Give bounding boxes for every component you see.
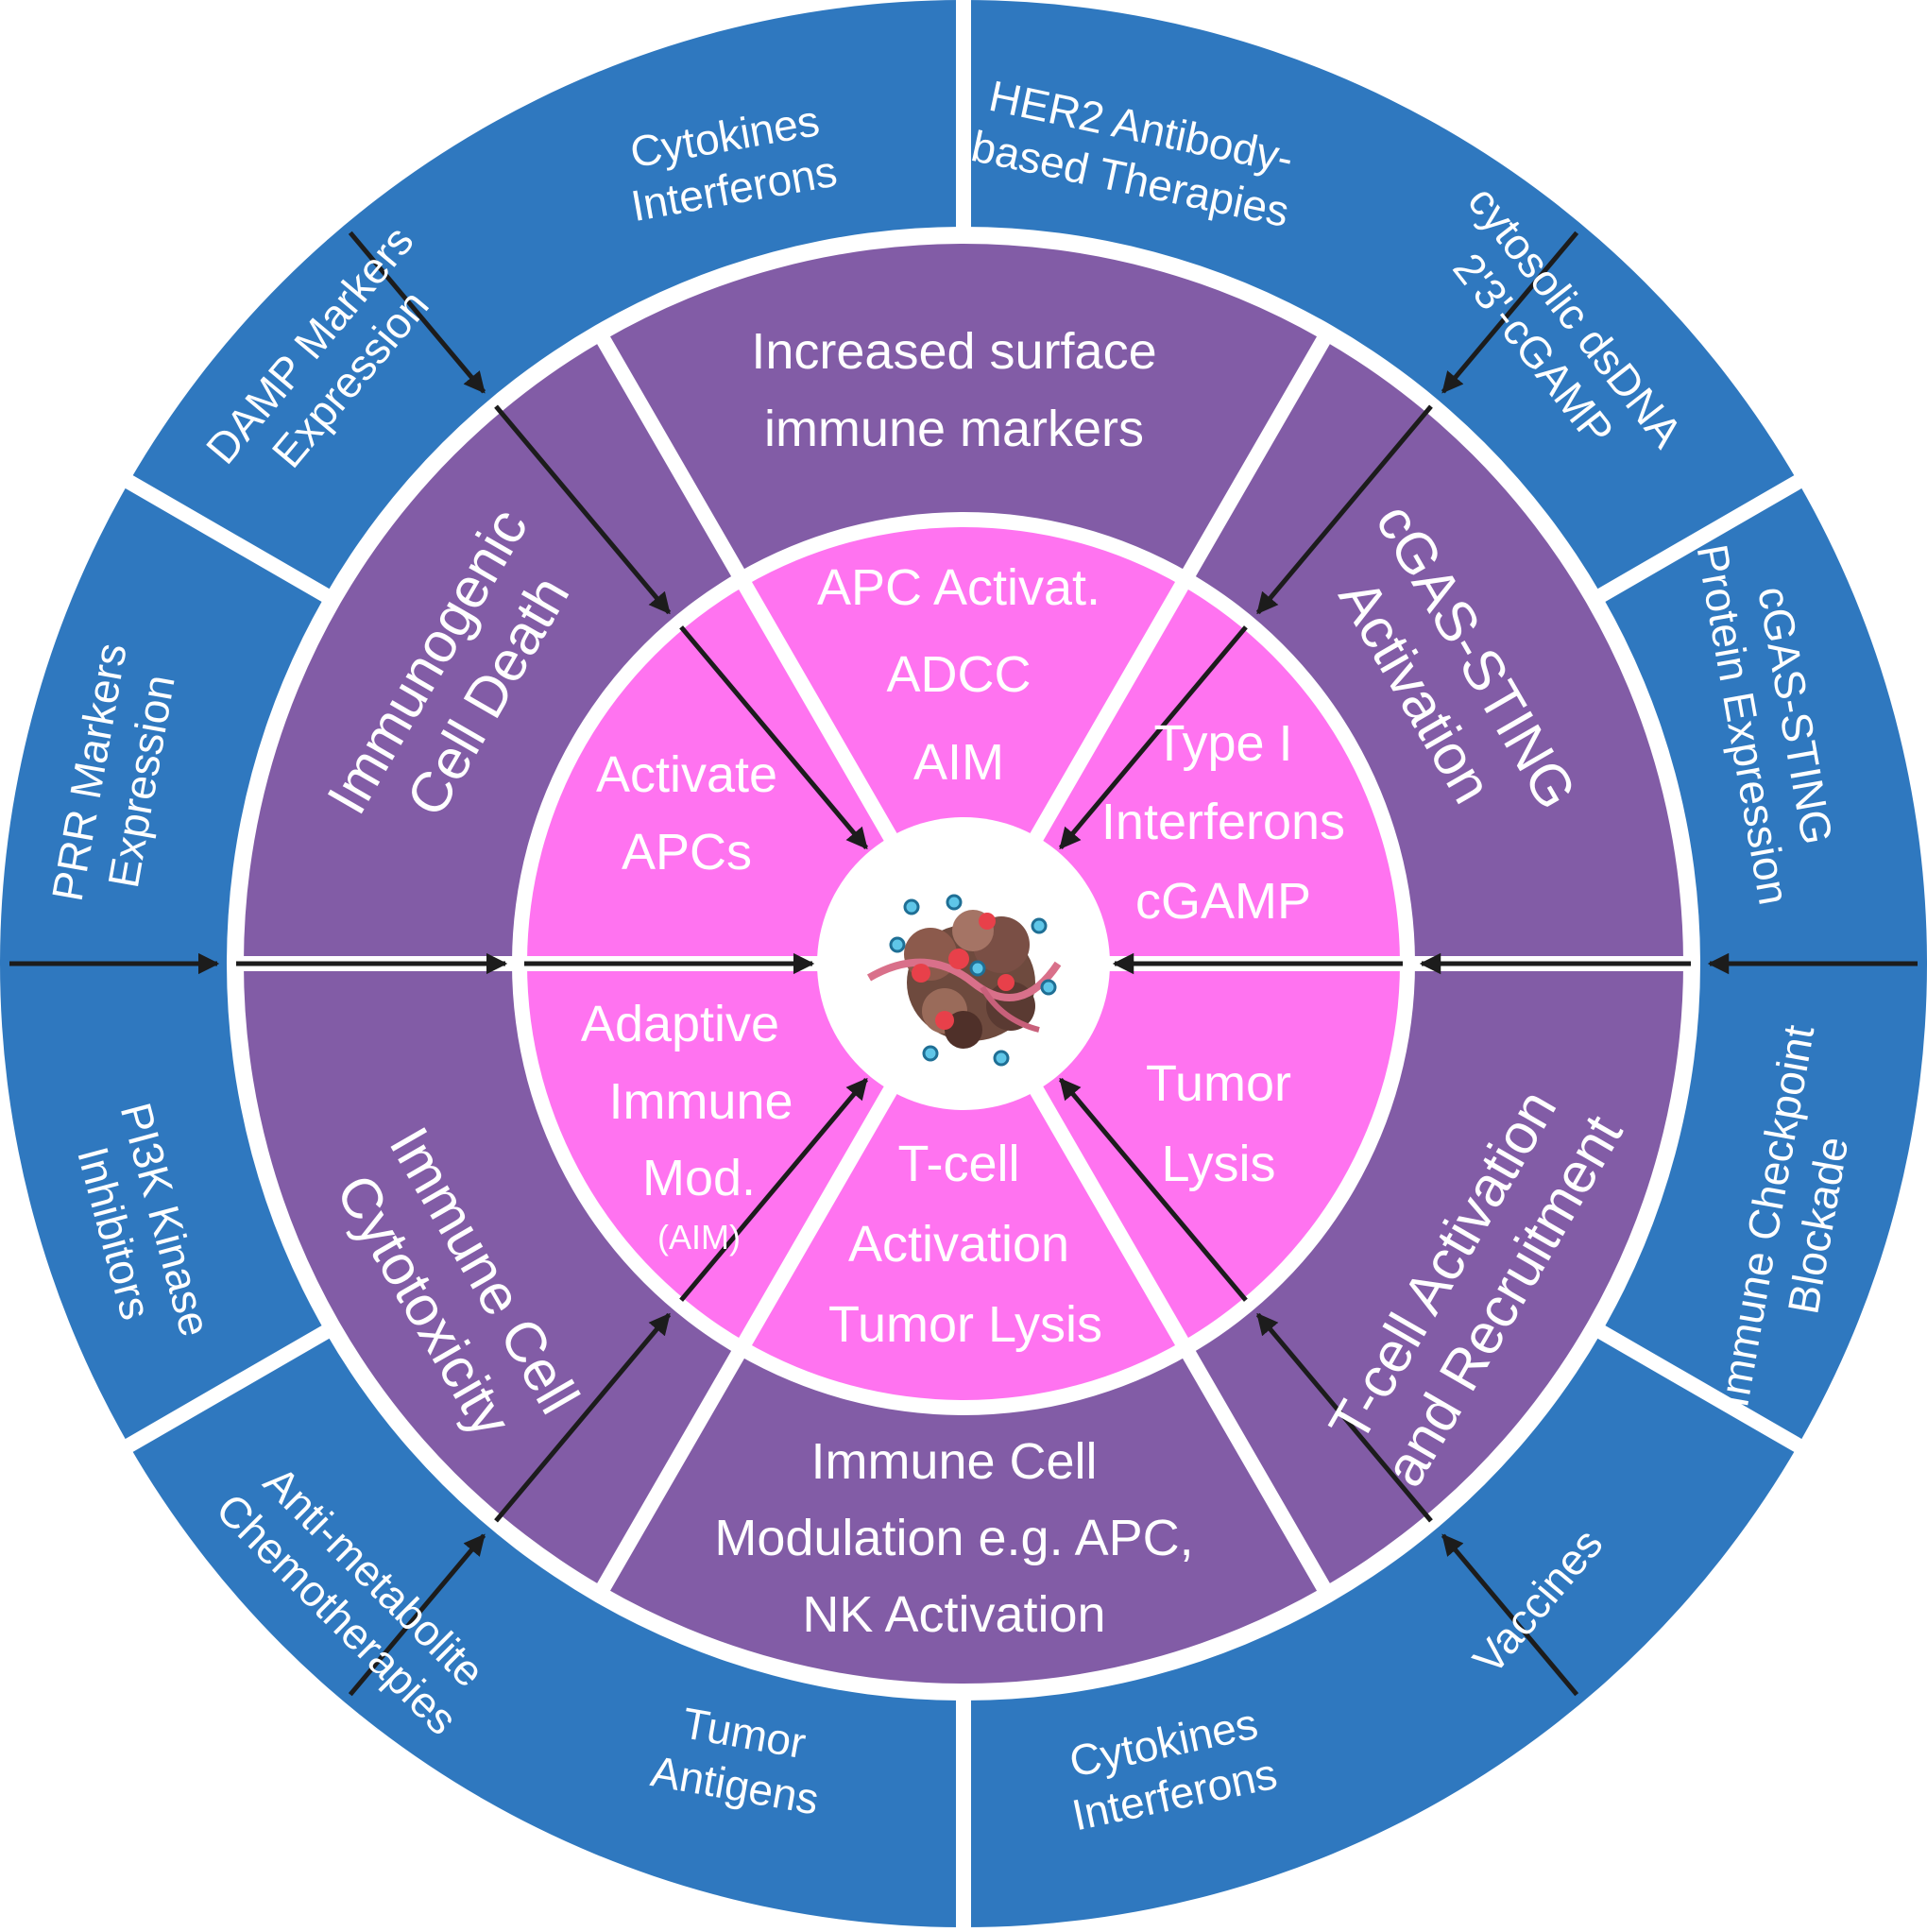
outer-segment-upper-right (964, 0, 1799, 595)
middle-segment-lower-right (1189, 964, 1683, 1587)
outer-gap-2 (1594, 472, 1806, 605)
middle-bottom-line3: NK Activation (802, 1586, 1105, 1643)
outer-segment-bottom (964, 1332, 1799, 1927)
middle-bottom-line1: Immune Cell (810, 1433, 1097, 1490)
arrow-middle-bottom-left (494, 1312, 672, 1523)
outer-gap-5 (121, 1323, 333, 1455)
arrow-inner-bottom-right (1058, 1077, 1248, 1302)
inner-lower-right-line1: Tumor (1146, 1055, 1291, 1112)
inner-bottom-line2: Activation (848, 1216, 1069, 1273)
inner-upper-right-line1: Type I (1153, 715, 1292, 772)
inner-top-label: APC Activat. ADCC AIM (817, 559, 1100, 791)
inner-upper-left-line1: Activate (596, 746, 777, 803)
inner-bottom-line1: T-cell (897, 1136, 1019, 1192)
inner-bottom-label: T-cell Activation Tumor Lysis (828, 1136, 1102, 1353)
outer-segment-lower-left (128, 1332, 964, 1927)
inner-middle-gap-4 (595, 1082, 899, 1594)
tumor-cluster-image (866, 894, 1062, 1067)
arrow-outer-top-right (1441, 231, 1579, 394)
inner-upper-right-line3: cGAMP (1135, 873, 1311, 930)
inner-segment-top (745, 526, 1182, 964)
inner-lower-left-note: (AIM) (657, 1218, 741, 1257)
arrow-outer-bottom-right (1441, 1533, 1579, 1697)
arrow-inner-top-right (1058, 625, 1248, 850)
inner-lower-left-line1: Adaptive (581, 996, 779, 1052)
middle-top-label: Increased surface immune markers (751, 323, 1156, 457)
inner-upper-left-line2: APCs (622, 824, 752, 881)
arrow-middle-top-left (494, 404, 672, 615)
outer-gap-3 (1594, 1323, 1806, 1455)
arrow-outer-top-left (348, 231, 486, 394)
inner-lower-left-label: Adaptive Immune Mod. (AIM) (581, 996, 793, 1257)
middle-bottom-label: Immune Cell Modulation e.g. APC, NK Acti… (714, 1433, 1193, 1643)
inner-lower-right-label: Tumor Lysis (1146, 1055, 1291, 1192)
inner-bottom-line3: Tumor Lysis (828, 1296, 1102, 1353)
middle-top-line1: Increased surface (751, 323, 1156, 380)
arrow-middle-top-right (1255, 404, 1433, 615)
middle-segment-bottom (604, 1354, 1323, 1684)
inner-upper-left-label: Activate APCs (596, 746, 777, 881)
middle-bottom-line2: Modulation e.g. APC, (714, 1510, 1193, 1566)
arrow-middle-bottom-right (1255, 1312, 1433, 1523)
inner-lower-left-line2: Immune (608, 1073, 793, 1130)
inner-middle-gap-1 (1028, 333, 1332, 846)
middle-segment-lower-left (244, 964, 738, 1587)
middle-top-line2: immune markers (764, 401, 1144, 457)
inner-upper-right-label: Type I Interferons cGAMP (1101, 715, 1345, 930)
inner-lower-right-line2: Lysis (1161, 1136, 1275, 1192)
inner-top-line3: AIM (913, 734, 1004, 791)
arrow-outer-bottom-left (348, 1533, 486, 1697)
outer-segment-top (128, 0, 964, 595)
inner-middle-gap-0 (595, 333, 899, 846)
inner-segment-bottom (745, 964, 1182, 1400)
middle-ring (244, 243, 1683, 1684)
inner-middle-gap-3 (1028, 1082, 1332, 1594)
inner-top-line2: ADCC (886, 646, 1031, 703)
middle-segment-top (604, 243, 1323, 573)
arrow-inner-bottom-left (679, 1077, 869, 1302)
middle-segment-upper-left (244, 340, 738, 965)
middle-segment-upper-right (1189, 340, 1683, 965)
inner-lower-left-line3: Mod. (642, 1150, 756, 1206)
outer-gap-0 (121, 472, 333, 605)
inner-upper-right-line2: Interferons (1101, 794, 1345, 850)
inner-top-line1: APC Activat. (817, 559, 1100, 616)
arrows (9, 231, 1918, 1697)
arrow-inner-top-left (679, 625, 869, 850)
